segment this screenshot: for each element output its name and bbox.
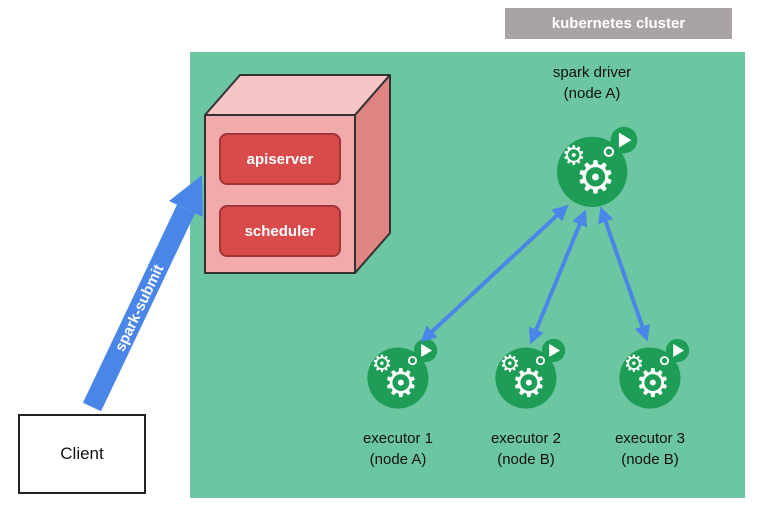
executor1-node: (node A) [369,451,427,468]
pod-circle [367,347,429,409]
gear-ring-icon [535,356,545,366]
client-label: Client [60,444,104,463]
play-icon [673,343,685,357]
executor2-label: executor 2 (node B) [456,428,596,470]
executor1-label: executor 1 (node A) [328,428,468,470]
gear-icon: ⚙ [371,351,392,378]
executor1-name: executor 1 [362,430,434,447]
gear-ring-icon [407,356,417,366]
play-icon [549,343,561,357]
play-icon [421,343,433,357]
executor2-pod-icon: ⚙ ⚙ [495,338,566,409]
gear-icon: ⚙ [623,351,644,378]
scheduler-box: scheduler [219,205,341,257]
pod-circle [619,347,681,409]
spark-driver-node: (node A) [563,85,621,102]
gear-icon: ⚙ [499,351,520,378]
spark-driver-label: spark driver (node A) [502,62,682,104]
gear-icon: ⚙ [575,151,615,204]
kubernetes-cluster-tag-label: kubernetes cluster [551,15,686,32]
executor2-node: (node B) [497,451,555,468]
executor1-pod-icon: ⚙ ⚙ [367,338,438,409]
gear-ring-icon [603,146,615,158]
gear-icon: ⚙ [562,140,586,171]
gear-icon: ⚙ [635,361,670,406]
pod-circle [557,136,628,207]
pod-circle [495,347,557,409]
kubernetes-cluster-tag: kubernetes cluster [505,8,732,39]
spark-driver-name: spark driver [552,64,632,81]
scheduler-label: scheduler [244,222,316,240]
apiserver-box: apiserver [219,133,341,185]
executor3-pod-icon: ⚙ ⚙ [619,338,690,409]
gear-icon: ⚙ [383,361,418,406]
spark-submit-arrow [82,204,196,412]
gear-icon: ⚙ [511,361,546,406]
spark-driver-pod-icon: ⚙ ⚙ [557,126,638,207]
play-icon [618,132,632,148]
apiserver-label: apiserver [246,150,314,168]
executor2-name: executor 2 [490,430,562,447]
executor3-node: (node B) [621,451,679,468]
gear-ring-icon [659,356,669,366]
client-box: Client [18,414,146,494]
executor3-name: executor 3 [614,430,686,447]
executor3-label: executor 3 (node B) [580,428,720,470]
spark-submit-label: spark-submit [112,262,168,354]
